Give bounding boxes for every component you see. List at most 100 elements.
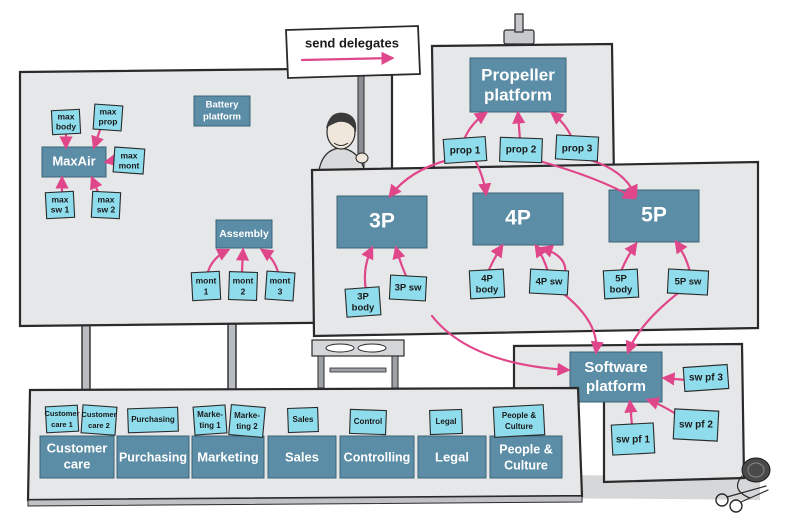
- note-4p-body-l2: body: [476, 285, 499, 296]
- note-max-sw2-l2: sw 2: [97, 204, 116, 214]
- team-propeller-platform-line2: platform: [484, 85, 552, 104]
- note-5p-body-l2: body: [610, 285, 633, 296]
- team-customer-care: [39, 435, 115, 479]
- note-mkt2-l1: Marke-: [234, 411, 260, 420]
- note-sw-pf2: [672, 408, 720, 442]
- team-battery-line2: platform: [203, 112, 241, 123]
- team-people-culture: [489, 435, 563, 479]
- note-customer-care-1: [44, 404, 80, 434]
- note-cc2-l2: care 2: [88, 421, 110, 430]
- team-maxair: [41, 146, 107, 178]
- note-prop1: [442, 135, 488, 165]
- note-legal: [429, 408, 463, 436]
- step-stool: [311, 339, 405, 389]
- thread-spool-icon: [736, 457, 771, 499]
- note-mont1-l2: 1: [204, 286, 209, 296]
- note-sw-pf2-label: sw pf 2: [679, 420, 713, 431]
- product-notes: 3P body 3P sw 4P body 4P sw 5P body 5P s…: [344, 268, 710, 318]
- team-propeller-platform-line1: Propeller: [481, 65, 555, 84]
- team-customer-care-line2: care: [64, 456, 91, 471]
- note-mont2-l2: 2: [241, 286, 246, 296]
- note-marketing-1: [192, 404, 228, 436]
- note-control: [349, 408, 387, 436]
- note-mont1: [190, 270, 222, 302]
- note-5p-sw-label: 5P sw: [675, 277, 702, 288]
- note-sw-pf1-label: sw pf 1: [616, 435, 650, 446]
- team-4p: [472, 192, 564, 246]
- note-3p-sw-label: 3P sw: [395, 283, 422, 294]
- note-4p-sw: [528, 268, 570, 296]
- note-max-mont: [112, 146, 146, 175]
- left-notes: max body max prop max mont max sw 1 max …: [44, 103, 296, 302]
- note-mkt1-l2: ting 1: [199, 421, 221, 430]
- note-mont1-l1: mont: [196, 275, 217, 285]
- note-mont3-l2: 3: [278, 286, 283, 296]
- team-4p-label: 4P: [505, 207, 531, 230]
- scissors-icon: [715, 485, 769, 513]
- note-max-prop-l2: prop: [99, 116, 118, 126]
- note-people-culture: [492, 404, 546, 438]
- team-sales-label: Sales: [285, 449, 319, 464]
- team-controlling-label: Controlling: [344, 450, 411, 464]
- note-mkt2-l2: ting 2: [236, 422, 258, 431]
- note-4p-body: [468, 268, 506, 300]
- team-legal-label: Legal: [435, 449, 469, 464]
- note-control-label: Control: [354, 417, 382, 426]
- person-icon: [317, 69, 369, 181]
- support-board-group: Customer care Purchasing Marketing Sales…: [26, 386, 584, 507]
- note-sw-pf3: [682, 363, 730, 393]
- team-propeller-platform: [469, 57, 567, 113]
- note-5p-body-l1: 5P: [615, 274, 627, 285]
- note-mont3: [264, 270, 296, 302]
- team-battery-platform: [193, 95, 251, 127]
- note-purchasing-label: Purchasing: [131, 415, 175, 424]
- note-4p-body-l1: 4P: [481, 274, 493, 285]
- note-sales-label: Sales: [293, 415, 314, 424]
- propeller-notes: prop 1 prop 2 prop 3: [442, 134, 600, 165]
- note-customer-care-2: [80, 404, 118, 436]
- team-customer-care-line1: Customer: [47, 440, 108, 455]
- team-assembly-label: Assembly: [219, 228, 269, 240]
- team-sales: [267, 435, 337, 479]
- note-3p-body: [344, 286, 382, 318]
- note-5p-body: [602, 268, 640, 300]
- note-prop1-label: prop 1: [450, 146, 481, 157]
- team-assembly: [215, 219, 273, 249]
- note-sw-pf1: [610, 422, 656, 456]
- team-people-culture-line2: Culture: [504, 458, 548, 472]
- team-5p-label: 5P: [641, 204, 667, 227]
- note-max-prop: [92, 103, 124, 132]
- note-max-sw1: [44, 190, 76, 220]
- note-prop2: [499, 136, 543, 164]
- note-mont3-l1: mont: [270, 275, 291, 285]
- team-purchasing: [116, 435, 190, 479]
- software-notes: sw pf 1 sw pf 2 sw pf 3: [610, 363, 730, 456]
- note-prop2-label: prop 2: [506, 145, 537, 156]
- team-legal: [417, 435, 487, 479]
- team-software-platform-line2: platform: [586, 378, 646, 395]
- note-mkt1-l1: Marke-: [197, 410, 223, 419]
- note-max-mont-l2: mont: [119, 160, 140, 170]
- note-mont2-l1: mont: [233, 275, 254, 285]
- note-cc1-l1: Customer: [44, 409, 79, 418]
- note-cc1-l2: care 1: [51, 420, 73, 429]
- left-board-pole-left: [81, 319, 91, 391]
- note-sales: [287, 406, 319, 434]
- note-mont2: [227, 270, 259, 302]
- left-board-pole-right: [227, 319, 237, 391]
- note-max-prop-l1: max: [99, 106, 116, 116]
- note-purchasing: [127, 406, 179, 434]
- note-5p-sw: [666, 268, 710, 296]
- team-marketing-label: Marketing: [197, 449, 258, 464]
- note-cc2-l1: Customer: [81, 410, 116, 419]
- team-battery-line1: Battery: [206, 100, 239, 111]
- note-max-sw2-l1: max: [97, 194, 114, 204]
- note-max-sw1-l1: max: [51, 194, 68, 204]
- note-prop3-label: prop 3: [562, 144, 593, 155]
- note-max-body-l2: body: [56, 121, 77, 131]
- team-software-platform-line1: Software: [584, 359, 647, 376]
- sign-text: send delegates: [305, 35, 399, 50]
- sign-arrow: [300, 51, 395, 65]
